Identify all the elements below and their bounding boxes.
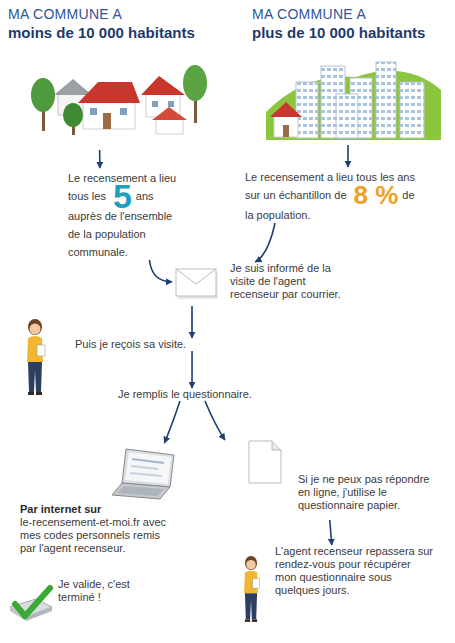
house-roof <box>78 82 140 103</box>
flow-arrow <box>149 260 172 282</box>
agent-shoe <box>28 392 34 395</box>
house-window <box>120 108 127 115</box>
tree-foliage <box>63 103 83 127</box>
node-text: Je remplis le questionnaire. <box>118 388 293 401</box>
agent-shoe <box>252 619 257 622</box>
paper-sheet <box>249 441 281 483</box>
heading-text: MA COMMUNE A <box>252 5 452 23</box>
node-text: Si je ne peux pas répondre en ligne, j'u… <box>298 473 440 512</box>
green-hill <box>266 71 441 140</box>
agent-figure <box>20 318 50 396</box>
laptop-screen <box>122 449 174 487</box>
envelope-body <box>176 269 216 296</box>
agent-head <box>246 560 256 570</box>
flow-arrow <box>255 223 275 262</box>
text-node: Puis je reçois sa visite. <box>75 338 215 351</box>
node-text: le-recensement-et-moi.fr avec mes codes … <box>20 516 172 555</box>
house-wall <box>83 101 135 129</box>
node-text: L'agent recenseur repassera sur rendez-v… <box>275 545 435 597</box>
node-text: Je valide, c'est terminé ! <box>58 578 140 604</box>
agent-trousers <box>245 593 257 619</box>
screen-line <box>131 466 158 469</box>
heading-text: moins de 10 000 habitants <box>8 23 243 43</box>
text-node: Je valide, c'est terminé ! <box>58 578 140 604</box>
text-node: MA COMMUNE Aplus de 10 000 habitants <box>252 5 452 145</box>
flow-arrow <box>99 150 101 168</box>
envelope-flap <box>176 269 216 284</box>
laptop-base <box>112 483 170 499</box>
text-node: Je remplis le questionnaire. <box>118 388 293 401</box>
flow-arrow <box>191 306 193 338</box>
agent-papers <box>253 579 260 589</box>
house-window <box>152 101 158 107</box>
village-illustration <box>28 55 213 137</box>
building <box>376 62 396 138</box>
check-icon <box>6 583 56 625</box>
laptop-display <box>125 452 171 484</box>
text-node: Si je ne peux pas répondre en ligne, j'u… <box>215 440 440 520</box>
text-node: Je suis informé de la visite de l'agent … <box>172 262 357 306</box>
building <box>336 94 358 138</box>
node-text: Puis je reçois sa visite. <box>75 338 215 351</box>
house-roof <box>54 79 92 95</box>
flow-arrow <box>191 351 193 388</box>
house-wall <box>274 115 298 137</box>
city-illustration <box>266 52 441 140</box>
paper-icon <box>248 440 282 484</box>
agent-shoe <box>245 619 250 622</box>
node-text: Je suis informé de la visite de l'agent … <box>230 262 357 301</box>
house-roof <box>270 102 302 117</box>
house-window <box>168 101 174 107</box>
screen-line <box>130 473 162 476</box>
laptop-keyboard <box>117 486 164 496</box>
text-node: Le recensement a lieu tous les ans sur u… <box>245 167 425 223</box>
heading-text: plus de 10 000 habitants <box>252 23 452 43</box>
key-number: 5 <box>113 177 132 215</box>
building <box>400 82 424 138</box>
laptop-icon <box>112 447 178 502</box>
flow-arrow <box>205 401 225 440</box>
agent-papers <box>37 345 45 356</box>
agent-head <box>30 324 41 335</box>
tree-foliage <box>31 78 55 112</box>
house-wall <box>156 118 183 134</box>
building <box>296 82 318 138</box>
flow-arrow <box>330 520 332 545</box>
envelope-icon <box>175 268 219 300</box>
node-text: Par internet sur <box>20 503 172 516</box>
agent-figure <box>238 553 264 625</box>
text-node: Par internet surle-recensement-et-moi.fr… <box>20 443 172 555</box>
house-roof <box>152 107 187 120</box>
house-window <box>90 108 97 115</box>
screen-line <box>132 459 164 463</box>
tree-foliage <box>183 65 207 101</box>
check-mark <box>15 588 50 616</box>
paper-fold <box>272 441 281 450</box>
house-door <box>103 113 111 129</box>
house-roof <box>141 76 185 95</box>
agent-hair <box>28 319 42 335</box>
flow-arrow <box>164 401 180 443</box>
agent-hair <box>245 556 257 570</box>
text-node: MA COMMUNE Amoins de 10 000 habitants <box>8 5 243 150</box>
agent-trousers <box>28 362 42 392</box>
heading-text: MA COMMUNE A <box>8 5 243 23</box>
flow-arrow <box>347 145 349 167</box>
agent-shoe <box>36 392 42 395</box>
key-number: 8 % <box>354 180 399 210</box>
text-node: L'agent recenseur repassera sur rendez-v… <box>275 545 435 597</box>
house-door <box>283 125 289 137</box>
text-node: Le recensement a lieu tous les5ans auprè… <box>68 168 186 260</box>
